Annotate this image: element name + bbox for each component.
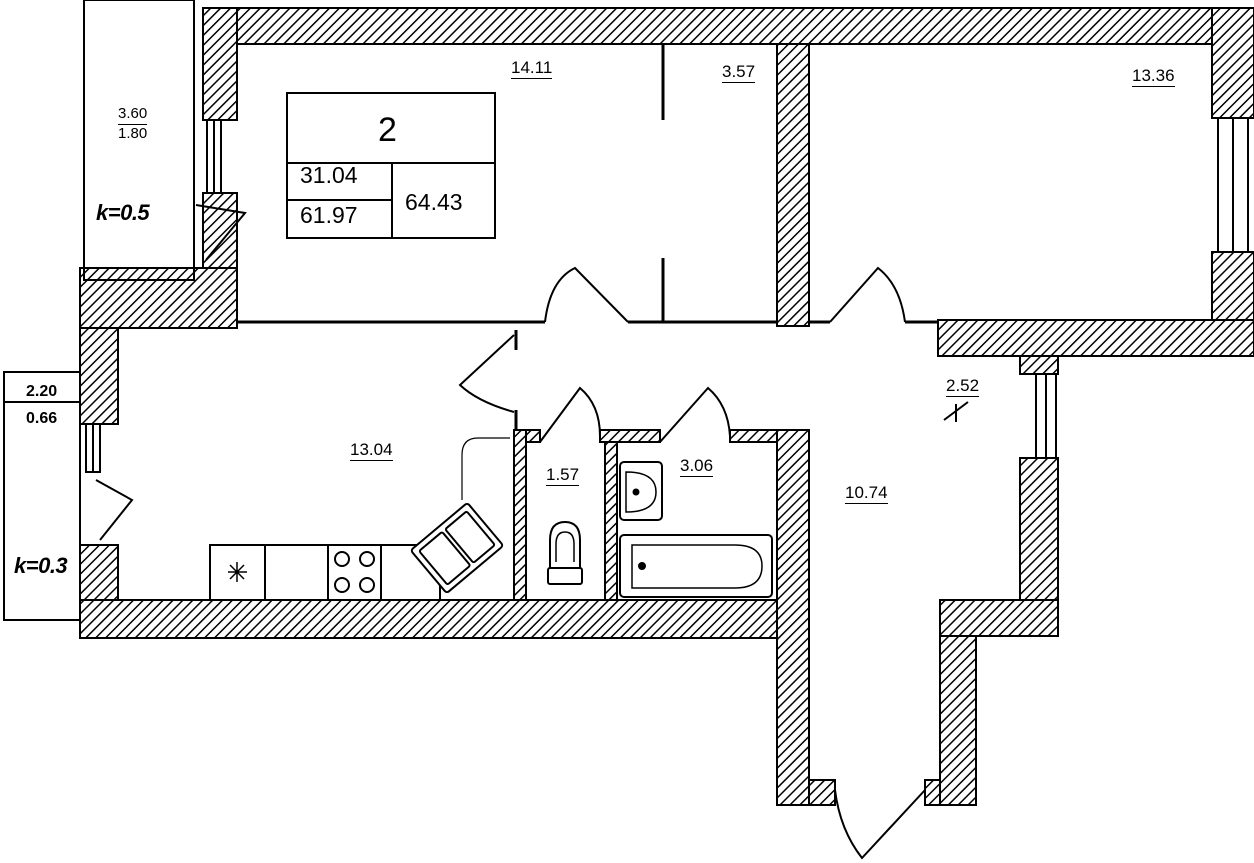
balcony-left-area: 2.20 bbox=[26, 383, 58, 400]
wall-entrance-jamb-left bbox=[808, 779, 836, 806]
wall-corridor-right-top bbox=[939, 599, 1059, 637]
wall-right-b bbox=[1211, 251, 1254, 321]
balcony-top-left bbox=[83, 0, 195, 281]
summary-stamp bbox=[286, 92, 496, 239]
stamp-rooms-count: 2 bbox=[378, 111, 397, 149]
room-area-kitchen: 13.04 bbox=[350, 440, 393, 461]
room-area-storage: 2.52 bbox=[946, 376, 980, 397]
fixtures bbox=[209, 401, 969, 601]
wall-bath-top-c bbox=[729, 429, 778, 443]
door-balcony-left bbox=[95, 479, 134, 541]
wall-bath-top-a bbox=[525, 429, 541, 443]
door-right-bedroom bbox=[829, 266, 906, 323]
wall-upper-left-c bbox=[79, 267, 238, 329]
stove-burner-1 bbox=[334, 551, 350, 567]
wall-upper-left-a bbox=[202, 7, 238, 121]
room-area-wc: 1.57 bbox=[546, 465, 580, 486]
room-area-hallway: 10.74 bbox=[845, 483, 888, 504]
wall-wc-left bbox=[513, 429, 527, 601]
kitchen-sink-icon bbox=[410, 502, 504, 594]
bathtub-icon bbox=[619, 534, 773, 598]
wall-right-a bbox=[1211, 7, 1254, 119]
stamp-total-area: 61.97 bbox=[300, 202, 358, 228]
room-area-bedroom-right: 13.36 bbox=[1132, 66, 1175, 87]
wall-corridor-left bbox=[776, 429, 810, 806]
balconies bbox=[3, 0, 195, 621]
balcony-left bbox=[3, 371, 81, 621]
balcony-top-coefficient: k=0.5 bbox=[96, 200, 150, 225]
doors bbox=[95, 204, 926, 860]
wall-entrance-jamb-right bbox=[924, 779, 941, 806]
stamp-living-area: 31.04 bbox=[300, 162, 358, 188]
washbasin-icon bbox=[619, 461, 663, 521]
wall-right-step bbox=[1019, 355, 1059, 375]
wall-partition-mid bbox=[776, 43, 810, 327]
door-bath bbox=[659, 386, 731, 443]
room-area-bedroom-left: 14.11 bbox=[511, 58, 553, 79]
storage-mark-icon bbox=[943, 401, 969, 422]
balcony-left-coefficient: k=0.3 bbox=[14, 553, 68, 578]
door-upper-bedroom bbox=[544, 266, 629, 323]
walls bbox=[79, 7, 1254, 806]
door-kitchen bbox=[458, 334, 515, 413]
stove-burner-4 bbox=[359, 577, 375, 593]
wall-top bbox=[202, 7, 1254, 45]
door-entrance bbox=[834, 789, 926, 860]
room-area-bathroom: 3.06 bbox=[680, 456, 714, 477]
balcony-top-reduced-area: 1.80 bbox=[118, 125, 148, 142]
windows bbox=[85, 117, 1249, 473]
door-balcony-top bbox=[195, 204, 247, 261]
stamp-total-with-balconies: 64.43 bbox=[405, 189, 463, 215]
door-wc bbox=[539, 386, 601, 443]
stove-icon bbox=[327, 544, 382, 601]
wall-kitchen-left-a bbox=[79, 327, 119, 425]
stove-burner-3 bbox=[334, 577, 350, 593]
wall-wc-right bbox=[604, 429, 618, 601]
partitions bbox=[237, 44, 938, 430]
balcony-left-reduced-area: 0.66 bbox=[26, 410, 58, 427]
toilet-icon bbox=[547, 520, 583, 585]
stove-burner-2 bbox=[359, 551, 375, 567]
kitchen-pipe bbox=[461, 437, 510, 500]
wall-right-bottom bbox=[937, 319, 1254, 357]
wall-bottom bbox=[79, 599, 781, 639]
fridge-symbol bbox=[228, 562, 247, 582]
room-area-closet: 3.57 bbox=[722, 62, 756, 83]
balcony-top-area: 3.60 bbox=[118, 104, 148, 125]
wall-bath-top-b bbox=[599, 429, 661, 443]
